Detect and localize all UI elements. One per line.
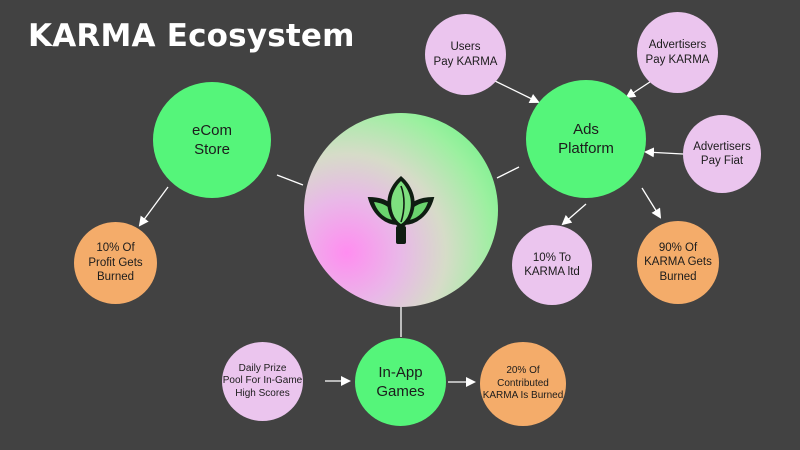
in-app-games-label: In-App Games [376,363,425,401]
ninety-percent-burned-node: 90% Of KARMA Gets Burned [637,221,719,304]
ads-platform-label: Ads Platform [558,120,614,158]
ads-platform-node: Ads Platform [526,80,646,198]
ten-percent-karma-ltd-label: 10% To KARMA ltd [524,251,580,278]
karma-hub [304,113,498,307]
ten-percent-profit-burned-node: 10% Of Profit Gets Burned [74,222,157,304]
arrow-ads-to-burned [641,187,662,219]
in-app-games-node: In-App Games [355,338,446,426]
diagram-title: KARMA Ecosystem [28,18,355,54]
advertisers-pay-fiat-node: Advertisers Pay Fiat [683,115,761,193]
arrow-users-to-ads [492,79,540,103]
users-pay-karma-node: Users Pay KARMA [425,14,506,95]
ten-percent-karma-ltd-node: 10% To KARMA ltd [512,225,592,305]
arrow-ecom-to-profit-burned [138,186,169,227]
users-pay-karma-label: Users Pay KARMA [433,41,498,68]
ecom-store-label: eCom Store [191,121,232,159]
advertisers-pay-karma-node: Advertisers Pay KARMA [637,12,718,93]
daily-prize-pool-node: Daily Prize Pool For In-Game High Scores [222,342,303,421]
sprout-leaf-icon [367,176,435,244]
arrow-ads-to-karma-ltd [561,203,587,226]
daily-prize-pool-label: Daily Prize Pool For In-Game High Scores [222,362,303,399]
advertisers-pay-karma-label: Advertisers Pay KARMA [645,39,710,66]
ecom-store-node: eCom Store [153,82,271,198]
ninety-percent-burned-label: 90% Of KARMA Gets Burned [644,241,712,283]
link-hub-ecom [276,174,304,186]
link-hub-ads [496,166,520,179]
advertisers-pay-fiat-label: Advertisers Pay Fiat [693,140,751,167]
arrow-fiat-to-ads [644,147,684,158]
twenty-percent-burned-node: 20% Of Contributed KARMA Is Burned [480,342,566,426]
twenty-percent-burned-label: 20% Of Contributed KARMA Is Burned [482,365,564,402]
ten-percent-profit-burned-label: 10% Of Profit Gets Burned [88,242,143,284]
